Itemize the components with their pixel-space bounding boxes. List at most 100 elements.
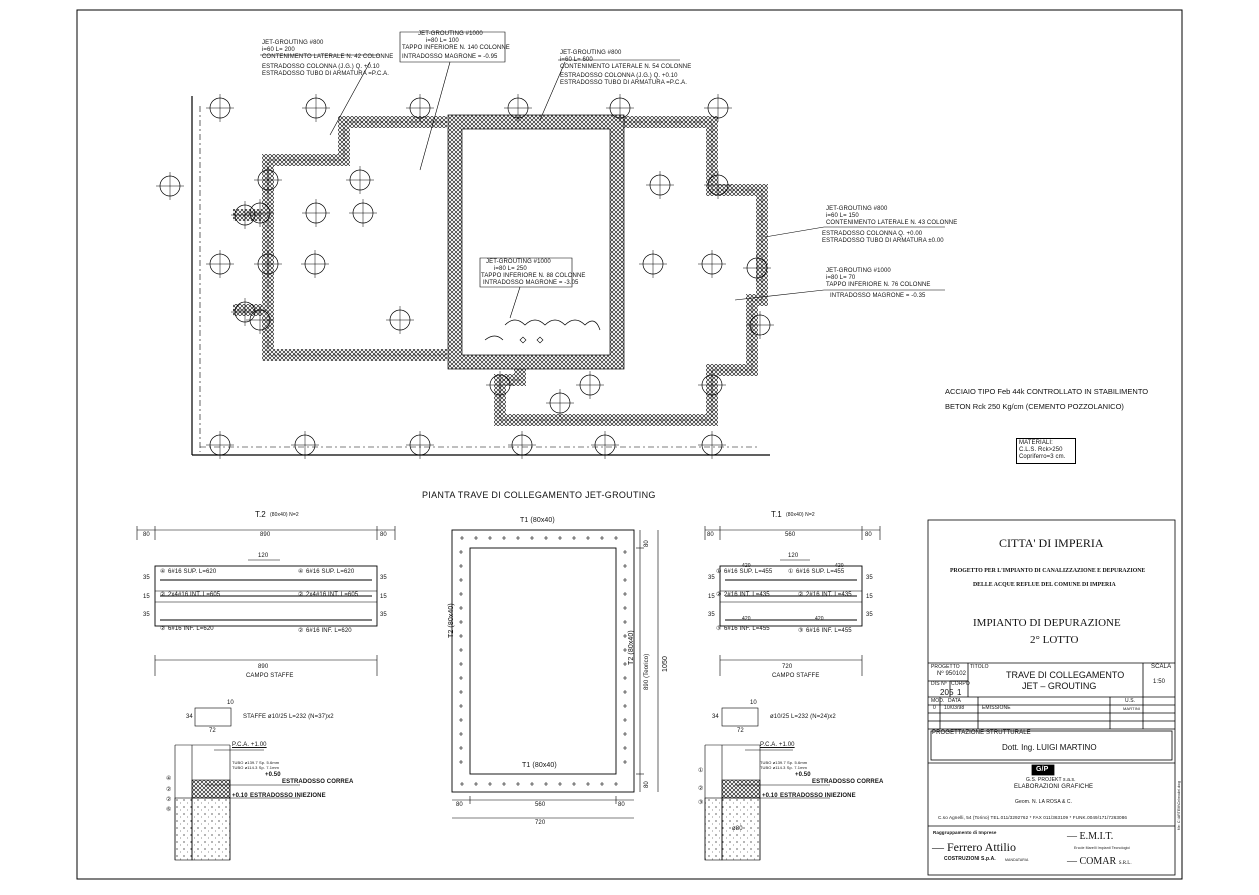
rebar-cross (459, 592, 463, 596)
t2-side-dim: 35 (380, 612, 387, 618)
callout-line: CONTENIMENTO LATERALE N. 54 COLONNE (560, 64, 692, 70)
rebar-cross (623, 564, 627, 568)
t2-side-dim: 35 (143, 575, 150, 581)
pile-axis (743, 254, 771, 282)
rebar-cross (459, 578, 463, 582)
emit-name: E.M.I.T. (1079, 831, 1114, 842)
rebar-cross (460, 536, 464, 540)
pile-axis (302, 94, 330, 122)
rebar-markers (459, 536, 627, 786)
t1-dim: 120 (788, 553, 799, 559)
callout-line: JET-GROUTING #1000 (826, 268, 891, 274)
t1-bar-mark: ③ (716, 626, 722, 632)
detail-estr-correa: ESTRADOSSO CORREA (812, 779, 884, 785)
rebar-cross (459, 550, 463, 554)
detail-plus050: +0.50 (795, 772, 811, 778)
callout-line: JET-GROUTING #800 (262, 40, 324, 46)
engineer-name: Dott. Ing. LUIGI MARTINO (1002, 743, 1097, 752)
pile-axis (591, 431, 619, 459)
callout-line: ESTRADOSSO TUBO DI ARMATURA ±0.00 (822, 238, 944, 244)
detail-estr-iniez: ESTRADOSSO INIEZIONE (250, 793, 326, 799)
t1-dim: 560 (535, 802, 546, 808)
t2-dim: 890 (260, 532, 271, 538)
t2-stirrup-label: STAFFE ø10/25 L=232 (N=37)x2 (243, 714, 334, 720)
date-label: DATA (948, 698, 961, 704)
rebar-cross (459, 676, 463, 680)
t1-stirrup-dim: 72 (737, 728, 744, 734)
file-path: file: C:\ARTEM\Celmodel.dwg (1177, 781, 1181, 830)
comar-name: COMAR (1079, 856, 1117, 867)
plan-sketch-detail (484, 319, 601, 341)
rebar-cross (614, 536, 618, 540)
rebar-cross (614, 782, 618, 786)
t1-dim: 80 (456, 802, 463, 808)
t2-dim: 80 (380, 532, 387, 538)
concrete-note: BETON Rck 250 Kg/cm (CEMENTO POZZOLANICO… (945, 402, 1124, 411)
rebar-cross (623, 746, 627, 750)
pile-axis (231, 298, 259, 326)
pile-axis (546, 389, 574, 417)
pile-axis (606, 94, 634, 122)
t1-central-section (451, 529, 659, 819)
rebar-cross (459, 746, 463, 750)
t1-bar-label: 6#16 INF. L=455 (724, 626, 770, 632)
t2-bar-label: 6#16 SUP. L=620 (168, 569, 217, 575)
t2-beam-section (136, 526, 396, 861)
t2-side-dim: 35 (380, 575, 387, 581)
date-value: 10/03/98 (944, 705, 965, 711)
rebar-cross (516, 536, 520, 540)
steel-note: ACCIAIO TIPO Feb 44k CONTROLLATO IN STAB… (945, 387, 1149, 396)
ferrero-name: Ferrero Attilio (947, 840, 1016, 854)
t2-side-dim: 15 (380, 594, 387, 600)
callout-line: i=60 L= 150 (826, 213, 859, 219)
callout-leaders (260, 31, 945, 319)
t2-bar-mark: ② (298, 628, 304, 634)
callout-line: JET-GROUTING #800 (560, 50, 622, 56)
callout-line: i=80 L= 100 (426, 38, 459, 44)
t1-subtitle: (80x40) N=2 (786, 512, 815, 518)
t1-side-dim: 15 (866, 594, 873, 600)
t2-bar-mark: ④ (298, 569, 304, 575)
t1-bar-mark: ③ (798, 628, 804, 634)
t2-subtitle: (80x40) N=2 (270, 512, 299, 518)
callout-line: i=80 L= 70 (826, 275, 856, 281)
t2-stirrup-dim: 10 (227, 700, 234, 706)
callout-line: INTRADOSSO MAGRONE = -3.05 (483, 280, 579, 286)
t1-bar-label: 6#16 SUP. L=455 (796, 569, 845, 575)
rebar-cross (502, 536, 506, 540)
t2-bar-label: 6#16 SUP. L=620 (306, 569, 355, 575)
rebar-cross (572, 782, 576, 786)
detail-mark: ③ (698, 800, 704, 806)
detail-mark: ② (698, 786, 704, 792)
mod-label: MOD. (931, 698, 945, 704)
pile-axis (704, 94, 732, 122)
t2-stirrup-dim: 72 (209, 728, 216, 734)
rebar-cross (600, 536, 604, 540)
rebar-cross (623, 690, 627, 694)
t1-total-dim: 1050 (662, 656, 669, 672)
t1-beam-section (704, 526, 881, 861)
lateral-containment-right (494, 116, 768, 426)
detail-plus010: +0.10 (762, 793, 778, 799)
t2-bar-mark: ② (298, 592, 304, 598)
rebar-cross (623, 718, 627, 722)
rebar-cross (459, 662, 463, 666)
rebar-cross (544, 782, 548, 786)
t2-side-dim: 15 (143, 594, 150, 600)
pile-axis (291, 431, 319, 459)
t1-side-dim: 35 (866, 575, 873, 581)
callout-line: ESTRADOSSO COLONNA (J.G.) Q. +0.10 (262, 64, 380, 70)
t1-right-label2: 890 (Teorico) (644, 653, 650, 690)
pile-axis (704, 171, 732, 199)
callout-line: INTRADOSSO MAGRONE = -0.35 (830, 293, 926, 299)
callout-line: TAPPO INFERIORE N. 76 COLONNE (826, 282, 931, 288)
city-title: CITTA' DI IMPERIA (999, 536, 1104, 550)
detail-mark: ① (698, 768, 704, 774)
pile-axis (156, 172, 184, 200)
detail-estr-correa: ESTRADOSSO CORREA (282, 779, 354, 785)
rebar-cross (459, 648, 463, 652)
detail-tubo: TUBO ø114.3 Sp. 7.1mm (760, 765, 807, 770)
project-label: PROGETTO (931, 664, 960, 670)
rebar-cross (474, 536, 478, 540)
